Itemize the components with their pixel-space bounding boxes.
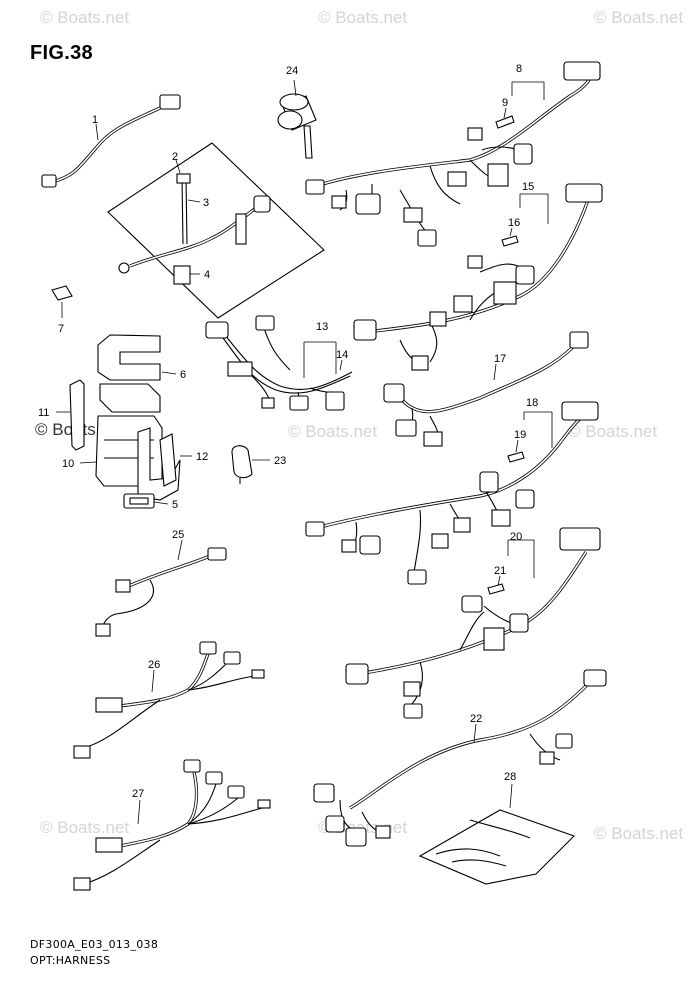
part-8-harness: 8 9 [305, 61, 601, 247]
part-label-25: 25 [172, 529, 184, 541]
part-label-7: 7 [58, 323, 64, 335]
part-17-harness: 17 [383, 331, 589, 447]
part-1-harness: 1 [41, 94, 181, 188]
part-25-harness: 25 [95, 529, 227, 637]
part-label-3: 3 [203, 197, 209, 209]
part-18-harness: 18 19 [305, 397, 599, 585]
part-label-8: 8 [516, 63, 522, 75]
watermark: © Boats.net [594, 824, 684, 843]
part-label-14: 14 [336, 349, 348, 361]
part-label-13: 13 [316, 321, 328, 333]
part-label-26: 26 [148, 659, 160, 671]
part-label-18: 18 [526, 397, 538, 409]
part-label-9: 9 [502, 97, 508, 109]
part-28-bag: 28 [418, 771, 576, 885]
part-label-11: 11 [38, 407, 49, 419]
part-label-24: 24 [286, 65, 298, 77]
watermark: © Boats.net [568, 422, 658, 441]
part-24-buzzer: 24 [277, 65, 317, 159]
part-11-bracket: 11 [38, 379, 85, 451]
part-label-15: 15 [522, 181, 534, 193]
part-label-4: 4 [204, 269, 210, 281]
figure-title: FIG.38 [30, 42, 93, 64]
part-label-17: 17 [494, 353, 506, 365]
part-label-2: 2 [172, 151, 178, 163]
part-label-23: 23 [274, 455, 286, 467]
watermark: © Boats.net [594, 8, 684, 27]
part-label-16: 16 [508, 217, 520, 229]
part-label-22: 22 [470, 713, 482, 725]
watermark: © Boats.net [318, 8, 408, 27]
part-label-5: 5 [172, 499, 178, 511]
part-5-grommet: 5 [123, 493, 178, 511]
part-2-kit-box: 2 3 4 [107, 142, 325, 319]
drawing-caption: OPT:HARNESS [30, 954, 111, 967]
part-27-harness: 27 [73, 759, 271, 891]
part-22-harness: 22 [313, 669, 607, 847]
part-6-bracket: 6 [97, 334, 186, 413]
part-13-harness: 13 14 [205, 315, 353, 411]
part-23-cap: 23 [231, 445, 286, 484]
part-label-12: 12 [196, 451, 208, 463]
part-12-bracket: 12 [137, 427, 208, 501]
part-label-20: 20 [510, 531, 522, 543]
watermark: © Boats.net [40, 8, 130, 27]
part-label-6: 6 [180, 369, 186, 381]
part-label-21: 21 [494, 565, 506, 577]
drawing-code: DF300A_E03_013_038 [30, 938, 159, 951]
watermark: © Boats.net [288, 422, 378, 441]
part-label-27: 27 [132, 788, 144, 800]
part-label-1: 1 [92, 114, 98, 126]
watermark: © Boats.net [40, 818, 130, 837]
part-label-10: 10 [62, 458, 74, 470]
part-7-cap: 7 [51, 285, 73, 335]
part-label-28: 28 [504, 771, 516, 783]
part-15-harness: 15 16 [353, 181, 603, 371]
part-26-harness: 26 [73, 641, 265, 759]
part-label-19: 19 [514, 429, 526, 441]
part-20-harness: 20 21 [345, 527, 601, 719]
